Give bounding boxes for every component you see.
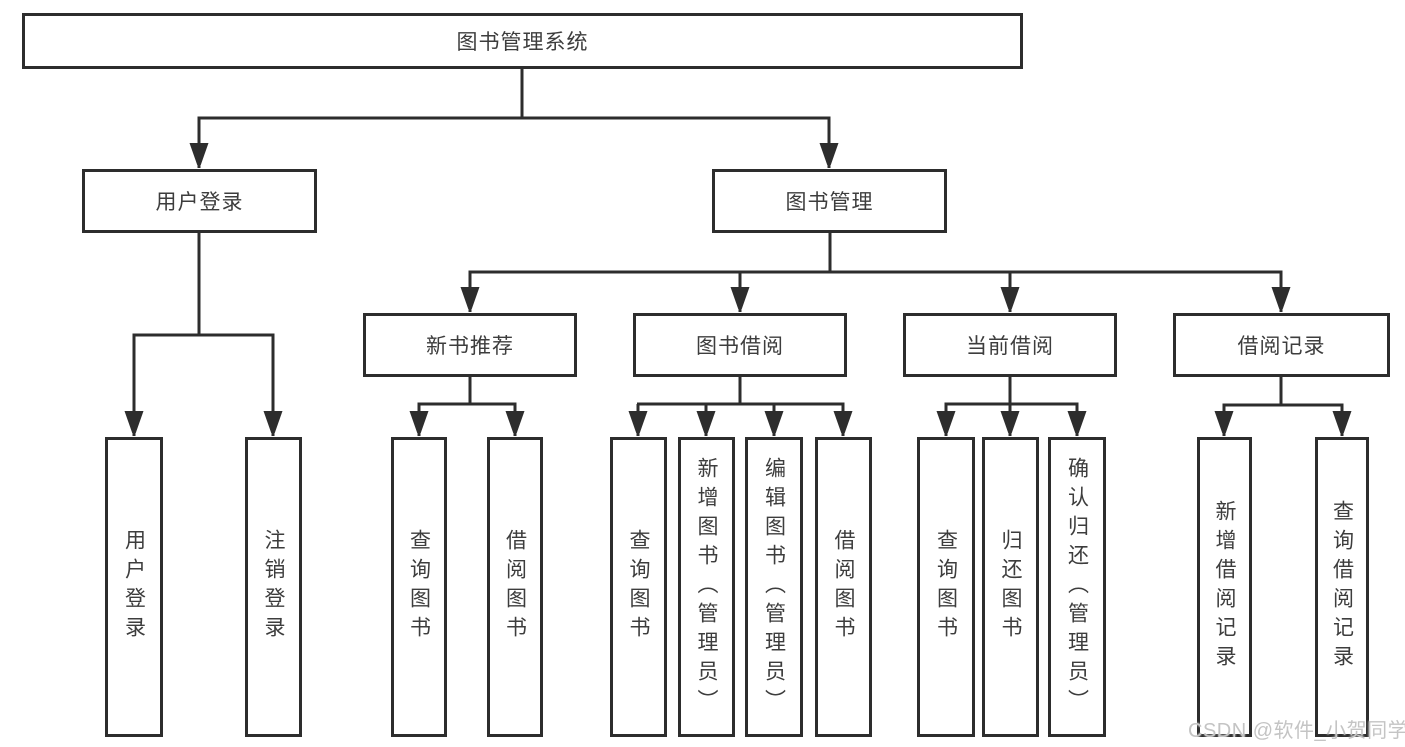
leaf-label: 编辑图书（管理员） [762,456,786,718]
leaf-query-borrow-record: 查询借阅记录 [1315,437,1369,737]
csdn-watermark: CSDN @软件_小贺同学 [1188,720,1405,742]
leaf-query-books-borrow: 查询图书 [610,437,667,737]
leaf-label: 确认归还（管理员） [1065,456,1089,718]
node-book-management: 图书管理 [712,169,947,233]
leaf-label: 新增图书（管理员） [695,456,718,718]
leaf-return-books: 归还图书 [982,437,1039,737]
connector-newbooks-to-leaves [418,377,517,436]
leaf-edit-books-admin: 编辑图书（管理员） [745,437,803,737]
leaf-label: 用户登录 [122,529,146,645]
node-label: 用户登录 [155,191,244,214]
leaf-add-books-admin: 新增图书（管理员） [678,437,735,737]
node-library-management-system: 图书管理系统 [22,13,1023,69]
leaf-label: 查询图书 [407,529,431,645]
node-label: 新书推荐 [426,335,514,358]
node-label: 当前借阅 [966,335,1054,358]
connector-bookmgmt-to-level3 [469,233,1283,312]
leaf-label: 新增借阅记录 [1213,500,1236,674]
leaf-query-books-recommend: 查询图书 [391,437,447,737]
leaf-confirm-return-admin: 确认归还（管理员） [1048,437,1106,737]
leaf-logout-login: 注销登录 [245,437,302,737]
leaf-query-books-current: 查询图书 [917,437,975,737]
leaf-borrow-books-recommend: 借阅图书 [487,437,543,737]
leaf-user-login: 用户登录 [105,437,163,737]
leaf-add-borrow-record: 新增借阅记录 [1197,437,1252,737]
leaf-label: 借阅图书 [832,529,855,645]
node-book-borrow: 图书借阅 [633,313,847,377]
node-label: 图书借阅 [696,335,784,358]
node-label: 图书管理系统 [456,31,589,54]
leaf-label: 查询图书 [627,529,650,645]
leaf-borrow-books: 借阅图书 [815,437,872,737]
leaf-label: 查询借阅记录 [1330,500,1354,674]
connector-root-to-level2 [198,69,831,168]
leaf-label: 归还图书 [999,529,1022,645]
node-current-borrow: 当前借阅 [903,313,1117,377]
connector-currentborrow-to-leaves [945,377,1079,436]
connector-bookborrow-to-leaves [637,377,845,436]
leaf-label: 注销登录 [262,529,285,645]
leaf-label: 查询图书 [934,529,958,645]
connector-borrowrecords-to-leaves [1223,377,1344,436]
node-borrow-records: 借阅记录 [1173,313,1390,377]
node-new-book-recommend: 新书推荐 [363,313,577,377]
leaf-label: 借阅图书 [503,529,527,645]
node-user-login: 用户登录 [82,169,317,233]
node-label: 图书管理 [785,191,874,214]
connector-userlogin-to-leaves [133,233,275,436]
node-label: 借阅记录 [1237,335,1326,358]
